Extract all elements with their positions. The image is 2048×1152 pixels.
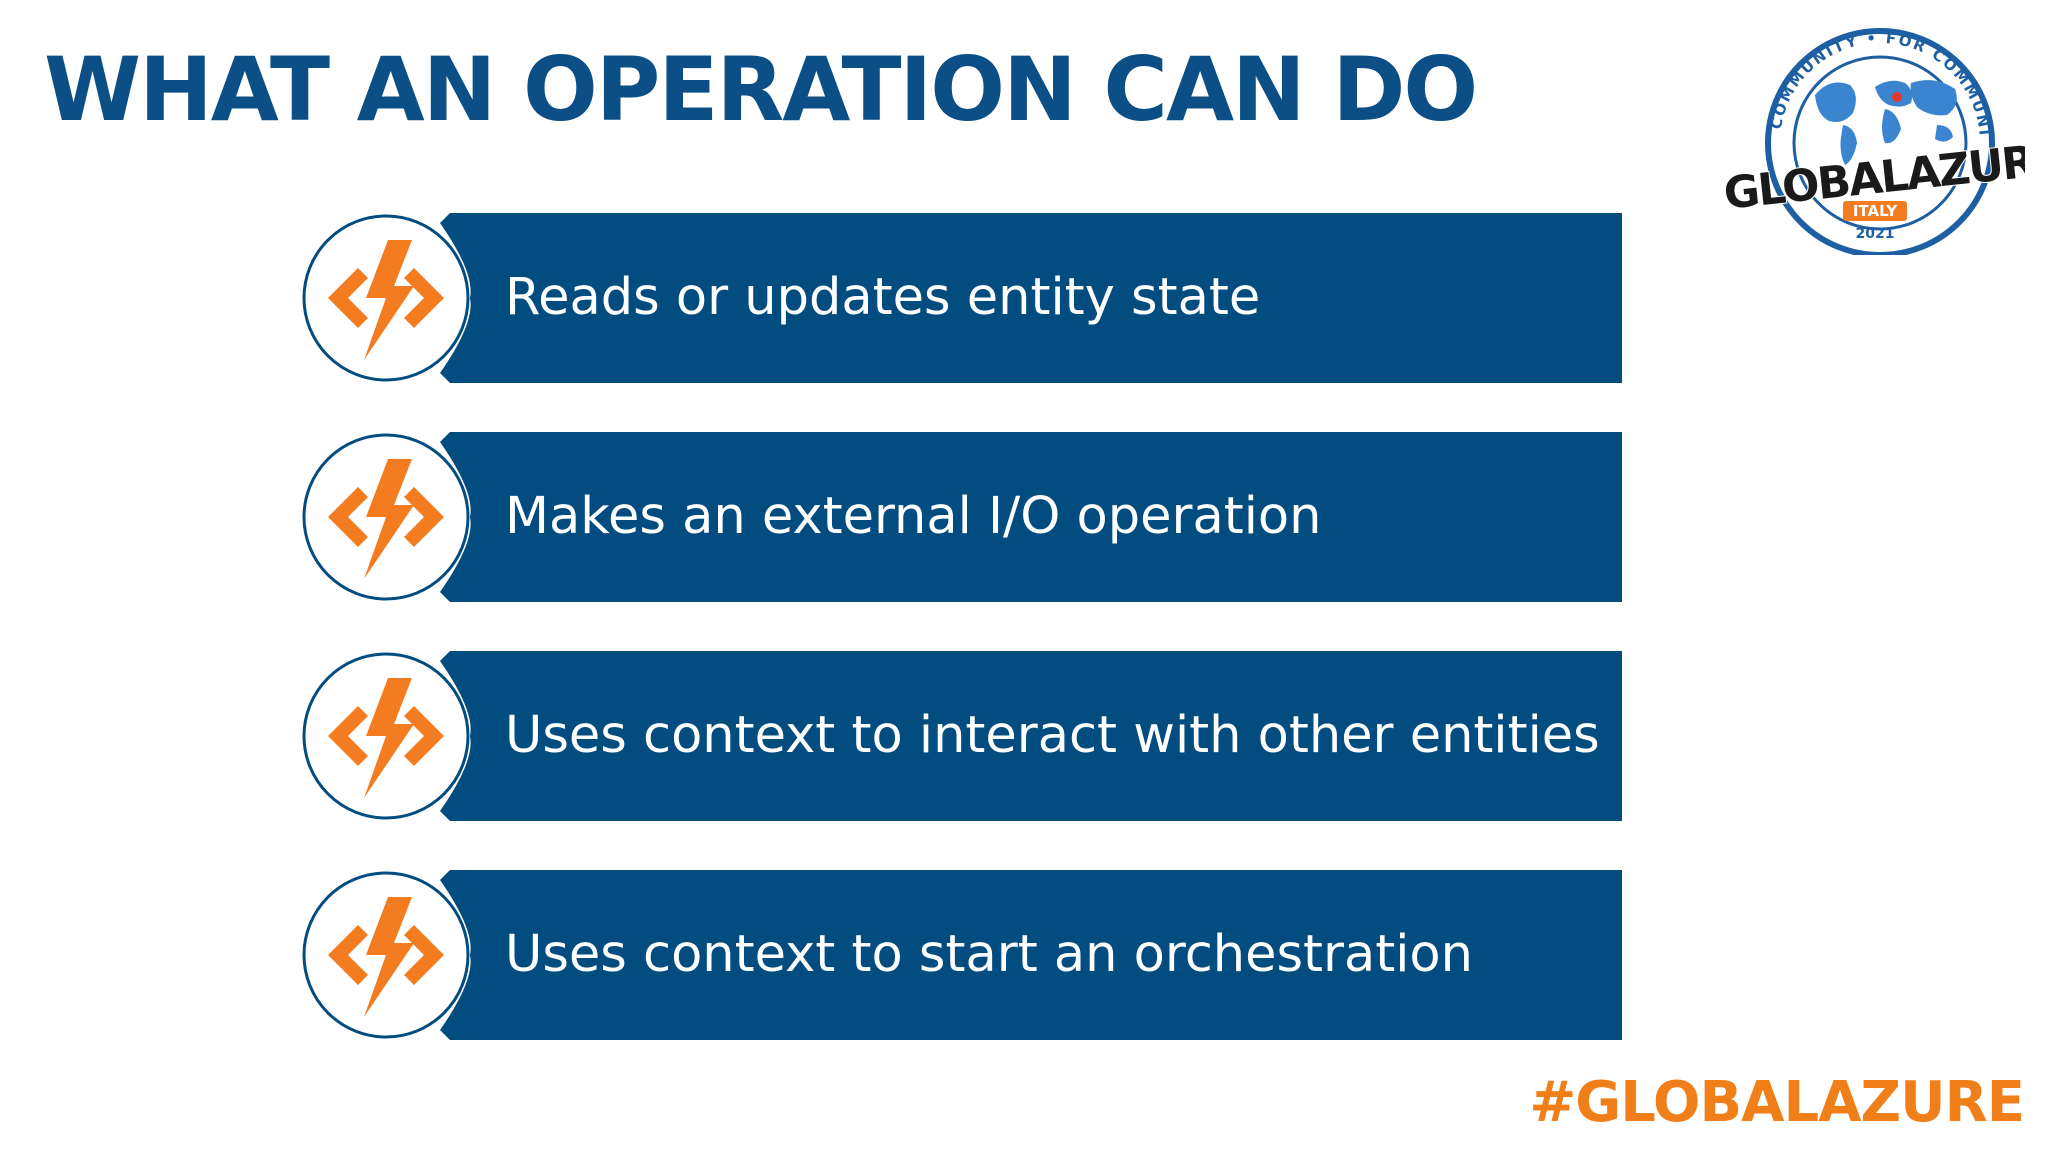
list-item: Makes an external I/O operation [300,432,1622,602]
item-label: Uses context to start an orchestration [505,925,1473,984]
list-item: Uses context to start an orchestration [300,870,1622,1040]
list-item: Reads or updates entity state [300,213,1622,383]
slide-title: WHAT AN OPERATION CAN DO [44,38,1478,141]
azure-functions-icon [302,871,470,1039]
list-item: Uses context to interact with other enti… [300,651,1622,821]
global-azure-italy-logo: BY COMMUNITY • FOR COMMUNITY #GLOBALAZUR… [1686,11,2048,258]
item-label: Makes an external I/O operation [505,487,1322,546]
operation-list: Reads or updates entity state Makes an e… [300,213,1622,1089]
logo-year: 2021 [1856,226,1895,242]
item-label: Reads or updates entity state [505,268,1261,327]
item-banner [300,213,1622,383]
azure-functions-icon [302,652,470,820]
azure-functions-icon [302,214,470,382]
item-banner [300,651,1622,821]
global-azure-logo-graphic: BY COMMUNITY • FOR COMMUNITY #GLOBALAZUR… [1686,11,2048,258]
item-banner [300,870,1622,1040]
item-label: Uses context to interact with other enti… [505,706,1600,765]
azure-functions-icon [302,433,470,601]
item-banner [300,432,1622,602]
footer-hashtag: #GLOBALAZURE [1529,1070,2025,1135]
logo-country: ITALY [1853,202,1898,220]
